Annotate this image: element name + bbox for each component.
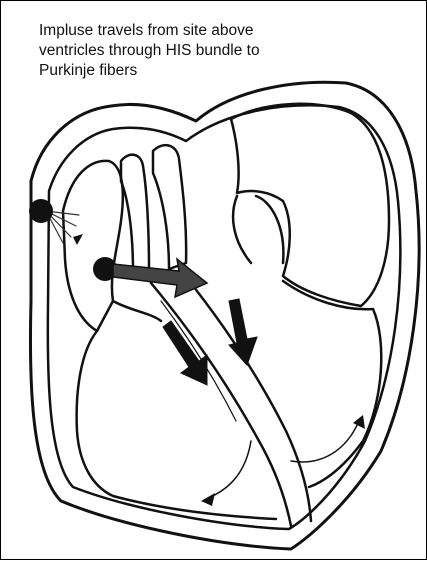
purkinje-arrowhead-right — [353, 415, 365, 429]
bundle-branch-arrow-left — [163, 321, 207, 385]
atrium-chamber — [63, 161, 123, 331]
heart-outer-outline — [30, 82, 419, 549]
septum-right — [186, 277, 311, 521]
vessel-post-right — [153, 145, 186, 269]
upper-chamber-right — [231, 104, 389, 306]
his-bundle-arrow — [113, 259, 207, 297]
vessel-post-left — [121, 155, 149, 271]
bundle-branch-arrow-right — [229, 299, 257, 365]
purkinje-arrowhead-left — [201, 493, 215, 506]
purkinje-fiber-left — [206, 441, 251, 499]
septum-left — [151, 283, 291, 526]
valve-leaflet — [233, 196, 283, 263]
heart-inner-outline — [48, 105, 401, 529]
purkinje-fiber-right — [291, 421, 359, 462]
sa-node — [29, 199, 53, 223]
ray-arrowhead — [73, 234, 83, 245]
